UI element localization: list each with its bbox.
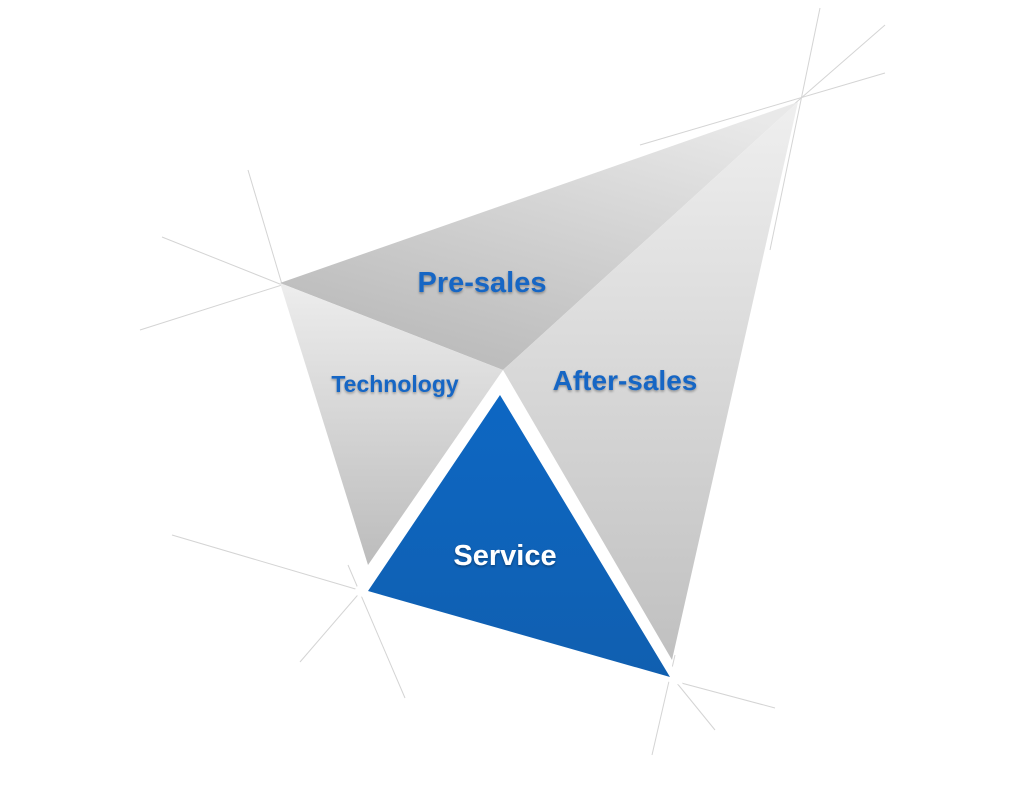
pre-sales-label: Pre-sales [418,267,547,299]
service-segment [368,395,670,677]
technology-label: Technology [331,371,459,397]
construction-lines [139,7,886,756]
pre-sales-segment [280,102,798,370]
after-sales-segment [503,102,798,660]
after-sales-label: After-sales [553,365,698,396]
technology-segment [280,283,503,565]
service-label: Service [453,540,556,572]
